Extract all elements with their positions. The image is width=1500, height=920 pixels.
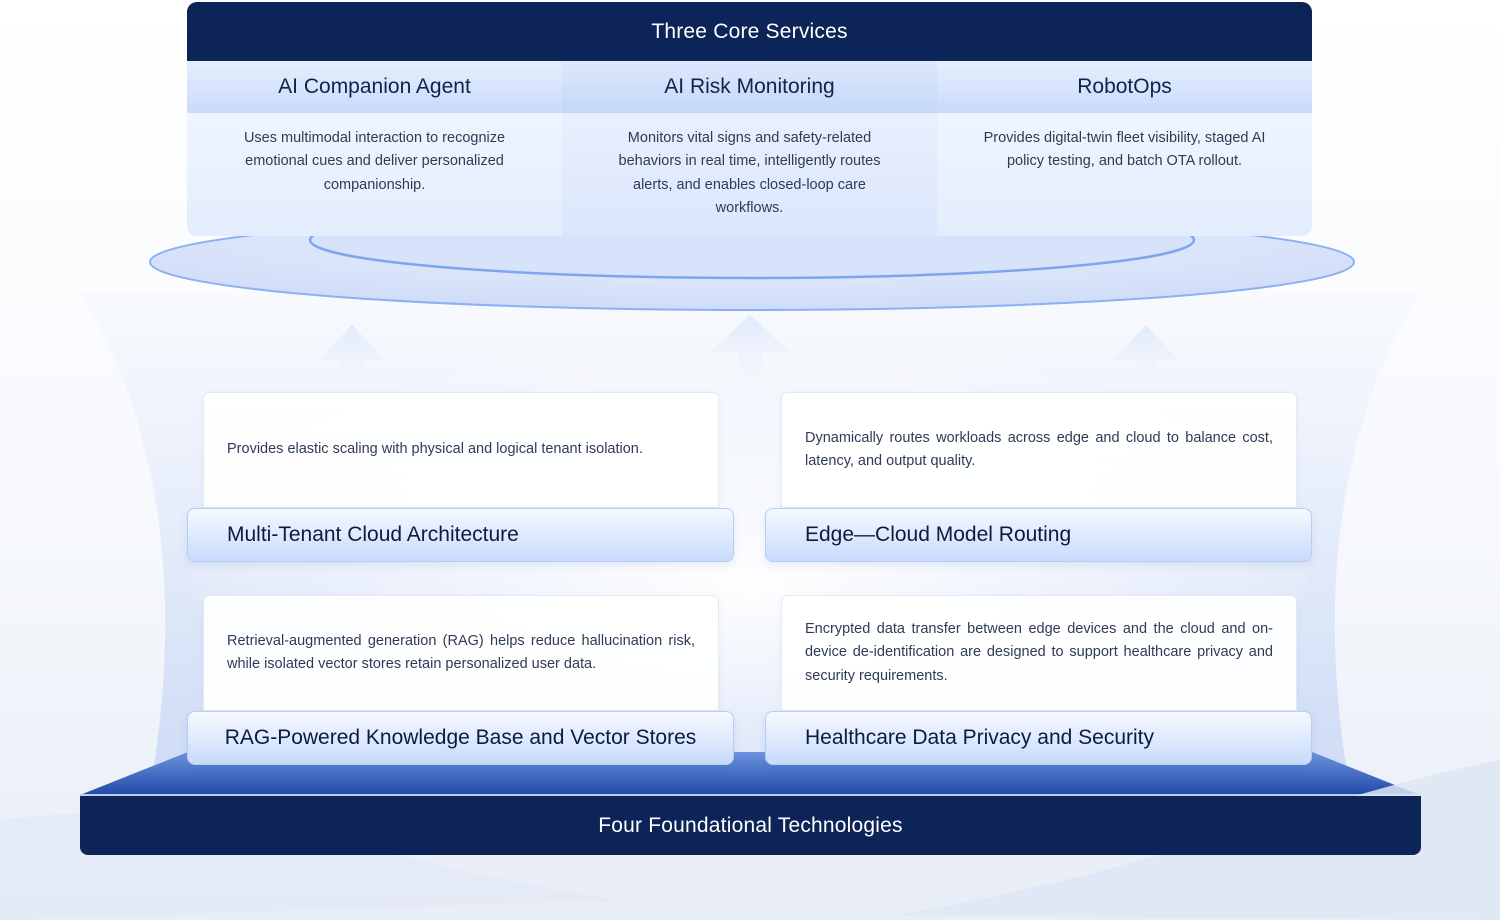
tech-card-privacy: Encrypted data transfer between edge dev… (781, 595, 1297, 711)
service-ai-risk-monitoring: AI Risk Monitoring Monitors vital signs … (562, 61, 937, 236)
core-services-banner: Three Core Services (187, 2, 1312, 61)
service-ai-companion-agent: AI Companion Agent Uses multimodal inter… (187, 61, 562, 236)
service-description: Provides digital-twin fleet visibility, … (983, 130, 1266, 170)
up-arrow-icon (319, 325, 385, 392)
tech-card-edge-cloud: Dynamically routes workloads across edge… (781, 392, 1297, 508)
tech-label-multi-tenant: Multi-Tenant Cloud Architecture (187, 508, 734, 562)
tech-description: Retrieval-augmented generation (RAG) hel… (227, 632, 695, 672)
service-robotops: RobotOps Provides digital-twin fleet vis… (937, 61, 1312, 236)
up-arrow-icon (1113, 325, 1179, 392)
core-services-panel: AI Companion Agent Uses multimodal inter… (187, 61, 1312, 236)
service-title: AI Risk Monitoring (562, 61, 937, 113)
tech-card-rag: Retrieval-augmented generation (RAG) hel… (203, 595, 719, 711)
core-services-title: Three Core Services (651, 19, 848, 43)
service-description: Uses multimodal interaction to recognize… (243, 130, 506, 193)
tech-label-edge-cloud: Edge—Cloud Model Routing (765, 508, 1312, 562)
tech-title: Edge—Cloud Model Routing (805, 523, 1072, 546)
tech-description: Encrypted data transfer between edge dev… (805, 620, 1273, 684)
up-arrow-icon (710, 315, 790, 392)
tech-title: Multi-Tenant Cloud Architecture (227, 523, 519, 546)
service-title: RobotOps (937, 61, 1312, 113)
tech-card-multi-tenant: Provides elastic scaling with physical a… (203, 392, 719, 508)
service-title: AI Companion Agent (187, 61, 562, 113)
tech-label-privacy: Healthcare Data Privacy and Security (765, 711, 1312, 765)
service-description: Monitors vital signs and safety-related … (618, 130, 881, 217)
foundational-technologies-banner: Four Foundational Technologies (80, 796, 1421, 855)
tech-label-rag: RAG-Powered Knowledge Base and Vector St… (187, 711, 734, 765)
tech-title: RAG-Powered Knowledge Base and Vector St… (224, 726, 697, 749)
tech-description: Dynamically routes workloads across edge… (805, 429, 1273, 469)
tech-title: Healthcare Data Privacy and Security (805, 726, 1154, 749)
tech-description: Provides elastic scaling with physical a… (227, 441, 643, 458)
foundational-technologies-title: Four Foundational Technologies (598, 813, 903, 837)
